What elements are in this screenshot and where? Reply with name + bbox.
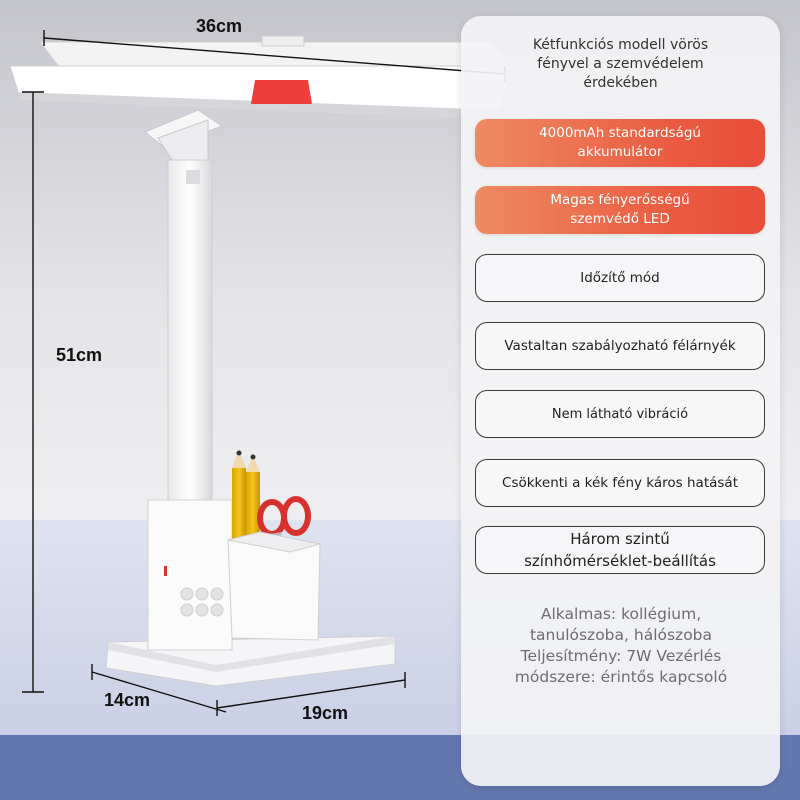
feature-line: Nem látható vibráció [551, 406, 689, 422]
feature-line: Három szintű [570, 530, 670, 548]
light-dots [180, 587, 224, 617]
intro-text: Kétfunkciós modell vörös fényvel a szemv… [461, 36, 780, 93]
footer-line: Alkalmas: kollégium, [540, 605, 702, 623]
feature-battery: 4000mAh standardságú akkumulátor [475, 119, 765, 167]
feature-line: 4000mAh standardságú [539, 125, 701, 141]
feature-line: színhőmérséklet-beállítás [524, 552, 716, 570]
specs-footer: Alkalmas: kollégium, tanulószoba, hálósz… [471, 604, 771, 688]
intro-line: érdekében [583, 75, 658, 91]
lamp-pole [167, 159, 213, 506]
pen-holder [227, 531, 321, 641]
feature-blue-light: Csökkenti a kék fény káros hatását [475, 459, 765, 507]
lamp-body [147, 499, 233, 651]
feature-adjustable-shade: Vastaltan szabályozható félárnyék [475, 322, 765, 370]
feature-line: Csökkenti a kék fény káros hatását [502, 474, 738, 491]
footer-line: módszere: érintős kapcsoló [514, 668, 728, 686]
feature-line: Magas fényerősségű [550, 192, 690, 208]
intro-line: fényvel a szemvédelem [537, 56, 704, 72]
feature-line: Időzítő mód [580, 269, 660, 286]
feature-color-temperature: Három szintű színhőmérséklet-beállítás [475, 526, 765, 574]
red-light-indicator [251, 80, 312, 104]
footer-line: Teljesítmény: 7W Vezérlés [520, 647, 722, 665]
height-dimension-label: 51cm [56, 345, 103, 365]
feature-timer-mode: Időzítő mód [475, 254, 765, 302]
width-dimension-label: 36cm [196, 16, 243, 36]
base-width-dimension-label: 19cm [302, 703, 349, 723]
feature-panel: Kétfunkciós modell vörös fényvel a szemv… [461, 16, 780, 786]
feature-line: szemvédő LED [570, 211, 670, 227]
feature-bright-led: Magas fényerősségű szemvédő LED [475, 186, 765, 234]
lamp-hinge [144, 109, 224, 166]
dimension-lines [22, 30, 506, 716]
feature-line: Vastaltan szabályozható félárnyék [504, 337, 736, 354]
footer-line: tanulószoba, hálószoba [529, 626, 713, 644]
feature-no-flicker: Nem látható vibráció [475, 390, 765, 438]
intro-line: Kétfunkciós modell vörös [532, 37, 709, 53]
depth-dimension-label: 14cm [104, 690, 151, 710]
pencils [232, 450, 260, 550]
feature-line: akkumulátor [577, 144, 663, 160]
